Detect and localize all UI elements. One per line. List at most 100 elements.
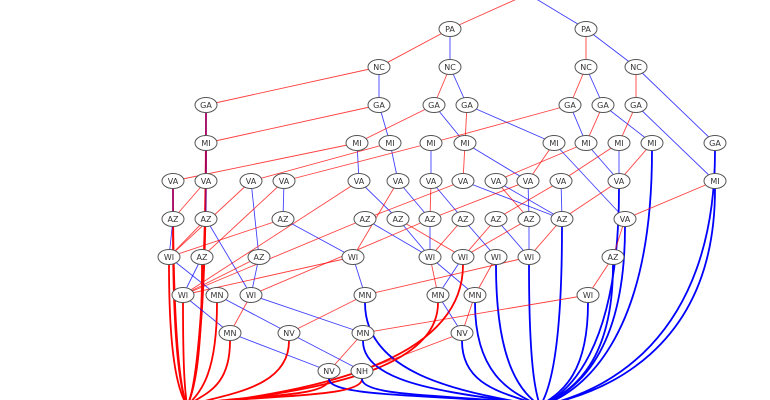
node-ellipse (386, 173, 410, 189)
low-edge-mi8-v11 (560, 142, 620, 182)
low-edge-ga3-mi2 (356, 104, 435, 144)
node-a3: AZ (271, 211, 295, 227)
node-ellipse (194, 211, 218, 227)
node-label: VA (556, 177, 567, 186)
node-label: AZ (393, 215, 404, 224)
low-edge-a4-w7 (182, 218, 366, 296)
node-label: MN (211, 291, 224, 300)
low-edge-w9-m6 (362, 294, 589, 334)
node-label: MI (426, 139, 435, 148)
high-edge-root-pa2 (537, 0, 587, 30)
node-ellipse (484, 249, 508, 265)
node-ellipse (157, 249, 181, 265)
high-edge-w8-m6 (250, 294, 364, 334)
node-label: MI (201, 139, 210, 148)
node-ellipse (341, 249, 365, 265)
node-ellipse (453, 135, 477, 151)
node-ellipse (350, 363, 374, 379)
node-label: NH (356, 367, 368, 376)
node-a12: AZ (247, 249, 271, 265)
low-edge-v11-a8 (495, 180, 562, 220)
node-label: NC (373, 63, 385, 72)
high-edge-w9-T (547, 302, 589, 400)
low-edge-a1-F (172, 226, 186, 400)
node-label: AZ (278, 215, 289, 224)
node-ellipse (271, 211, 295, 227)
edge-layer (168, 0, 716, 400)
node-ellipse (353, 211, 377, 227)
high-edge-w3-m4 (429, 256, 476, 296)
node-label: VA (246, 177, 257, 186)
low-edge-root-pa1 (449, 0, 516, 30)
node-ellipse (239, 287, 263, 303)
high-edge-v13-T (550, 226, 626, 400)
node-a8: AZ (484, 211, 508, 227)
high-edge-mi10-T (561, 188, 716, 400)
node-ellipse (161, 173, 185, 189)
node-label: VA (279, 177, 290, 186)
low-edge-w1-F (168, 264, 186, 400)
node-label: WI (425, 253, 435, 262)
node-a10: AZ (550, 211, 574, 227)
node-a11: AZ (190, 249, 214, 265)
node-label: VA (491, 177, 502, 186)
node-label: AZ (458, 215, 469, 224)
node-a4: AZ (353, 211, 377, 227)
node-ellipse (317, 363, 341, 379)
node-ellipse (194, 173, 218, 189)
node-ellipse (455, 97, 479, 113)
node-ellipse (607, 135, 631, 151)
high-edge-ga7-mi10 (635, 104, 716, 182)
node-label: AZ (254, 253, 265, 262)
node-label: GA (373, 101, 385, 110)
node-ga4: GA (455, 97, 479, 113)
node-m4: MN (463, 287, 487, 303)
node-ellipse (422, 97, 446, 113)
node-label: WI (458, 253, 468, 262)
node-ellipse (640, 135, 664, 151)
low-edge-n3-F (217, 378, 330, 400)
node-ellipse (558, 97, 582, 113)
node-label: AZ (201, 215, 212, 224)
node-a13: AZ (601, 249, 625, 265)
node-label: WI (164, 253, 174, 262)
node-label: AZ (491, 215, 502, 224)
node-v10: VA (516, 173, 540, 189)
node-ellipse (426, 287, 450, 303)
node-label: GA (564, 101, 576, 110)
node-label: VA (426, 177, 437, 186)
high-edge-a13-T (550, 264, 614, 400)
node-a9: AZ (517, 211, 541, 227)
node-label: WI (348, 253, 358, 262)
node-label: MI (460, 139, 469, 148)
low-edge-m1-F (191, 302, 218, 400)
node-label: AZ (168, 215, 179, 224)
node-label: VA (458, 177, 469, 186)
node-ellipse (194, 135, 218, 151)
node-ellipse (353, 287, 377, 303)
node-mi1: MI (194, 135, 218, 151)
node-label: VA (354, 177, 365, 186)
node-ellipse (703, 173, 727, 189)
high-edge-mi6-v13 (553, 142, 626, 220)
node-label: GA (709, 139, 721, 148)
node-ellipse (550, 211, 574, 227)
node-ellipse (549, 173, 573, 189)
node-ellipse (345, 135, 369, 151)
low-edge-a11-F (188, 264, 203, 400)
low-edge-v12-a10 (561, 180, 620, 220)
low-edge-mi10-v13 (624, 180, 716, 220)
node-ellipse (418, 211, 442, 227)
node-label: MI (614, 139, 623, 148)
node-mi10: MI (703, 173, 727, 189)
node-label: VA (620, 215, 631, 224)
node-label: WI (583, 291, 593, 300)
node-n2: NV (450, 325, 474, 341)
node-m3: MN (426, 287, 450, 303)
node-w5: WI (484, 249, 508, 265)
node-label: WI (524, 253, 534, 262)
node-ellipse (576, 287, 600, 303)
node-ellipse (463, 287, 487, 303)
node-nc3: NC (574, 59, 598, 75)
